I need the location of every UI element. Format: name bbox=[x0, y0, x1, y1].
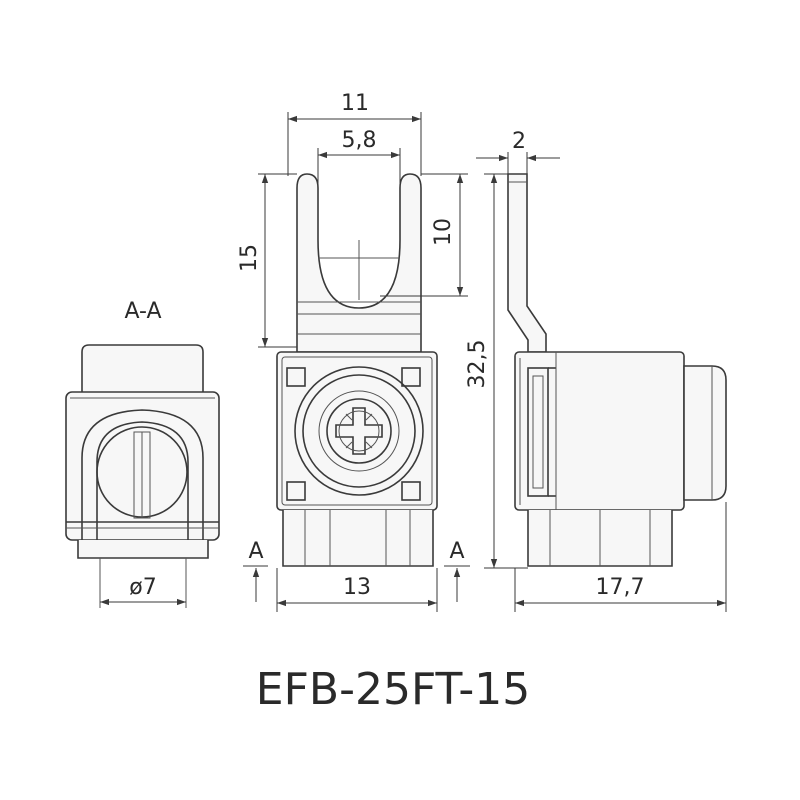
dimension-diameter-label: ø7 bbox=[129, 575, 156, 600]
dimension-body-width: 13 bbox=[276, 568, 438, 612]
section-label: A-A bbox=[124, 299, 161, 324]
section-marker-left-label: A bbox=[248, 539, 263, 564]
dimension-height-fork: 15 bbox=[237, 173, 297, 348]
section-view-a-a: A-A bbox=[65, 299, 220, 608]
dimension-thickness-label: 2 bbox=[512, 129, 526, 154]
dimension-slot-depth: 10 bbox=[380, 173, 468, 297]
dimension-side-depth: 17,7 bbox=[514, 502, 727, 612]
dimension-slot-width-label: 5,8 bbox=[342, 128, 377, 153]
dimension-side-depth-label: 17,7 bbox=[596, 575, 645, 600]
dimension-slot-width: 5,8 bbox=[317, 128, 401, 240]
dimension-width-top-label: 11 bbox=[341, 91, 369, 116]
part-number-title: EFB-25FT-15 bbox=[256, 664, 530, 715]
section-marker-left: A bbox=[243, 539, 268, 602]
front-view bbox=[276, 173, 438, 567]
dimension-slot-depth-label: 10 bbox=[431, 218, 456, 246]
side-view bbox=[507, 173, 727, 567]
dimension-thickness: 2 bbox=[476, 129, 560, 174]
dimension-body-width-label: 13 bbox=[343, 575, 371, 600]
dimension-total-height-label: 32,5 bbox=[465, 340, 490, 389]
dimension-width-top: 11 bbox=[287, 91, 422, 176]
section-marker-right-label: A bbox=[449, 539, 464, 564]
dimension-height-fork-label: 15 bbox=[237, 244, 262, 272]
dimension-total-height: 32,5 bbox=[465, 173, 528, 569]
dimension-diameter: ø7 bbox=[100, 575, 186, 606]
section-marker-right: A bbox=[444, 539, 470, 602]
